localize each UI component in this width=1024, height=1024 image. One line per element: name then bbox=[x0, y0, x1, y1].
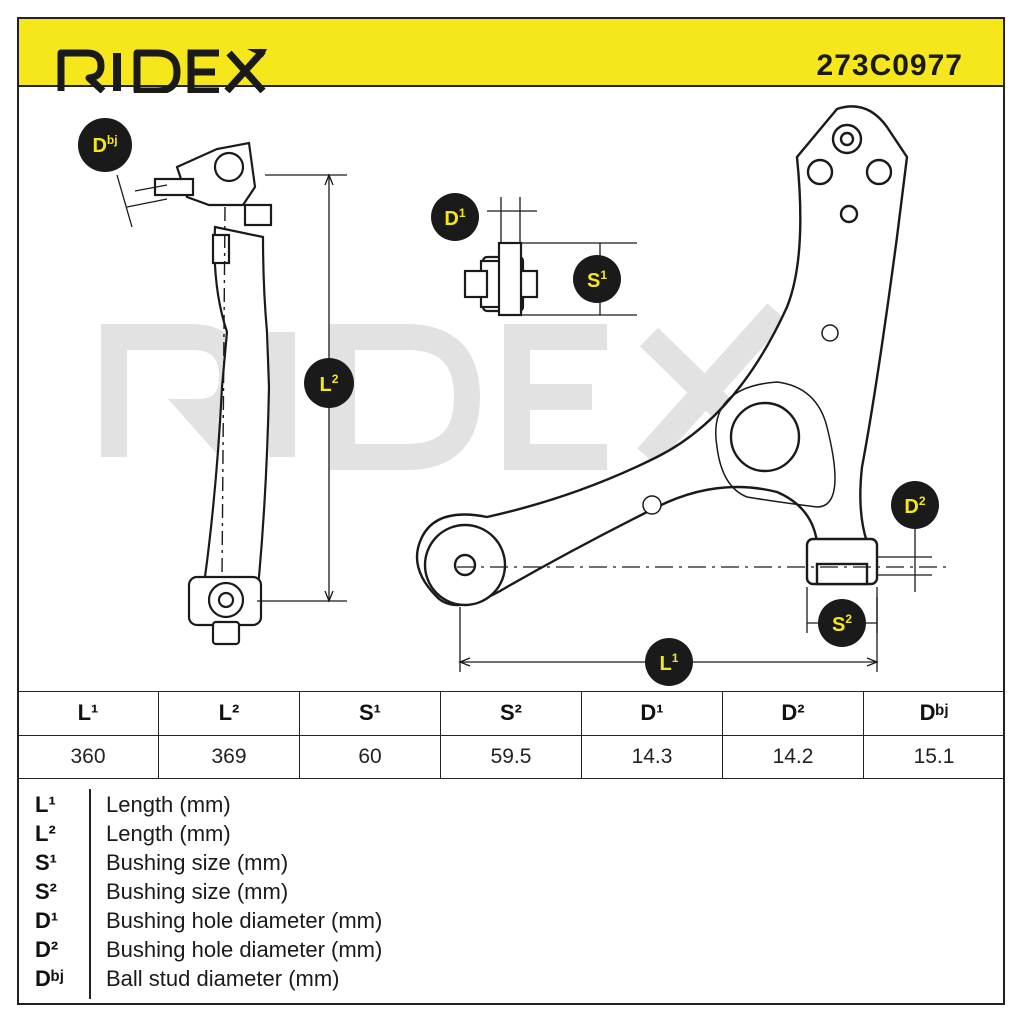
legend-symbol: D¹ bbox=[35, 908, 59, 933]
spec-table: L¹ L² S¹ S² D¹ D² Dᵇʲ 360 369 60 59.5 14… bbox=[17, 691, 1005, 779]
control-arm bbox=[415, 105, 947, 607]
dbj-dimension bbox=[116, 174, 168, 228]
legend-description: Bushing hole diameter (mm) bbox=[106, 937, 383, 962]
legend-description: Ball stud diameter (mm) bbox=[106, 966, 340, 991]
header-bar: 273C0977 bbox=[17, 17, 1005, 93]
legend-description: Bushing hole diameter (mm) bbox=[106, 908, 383, 933]
legend-row: L¹ Length (mm) bbox=[17, 792, 1005, 821]
legend-symbol: S² bbox=[35, 879, 57, 904]
header-d1: D¹ bbox=[581, 691, 723, 736]
header-l2: L² bbox=[158, 691, 300, 736]
legend-description: Bushing size (mm) bbox=[106, 850, 289, 875]
watermark-logo bbox=[101, 303, 787, 472]
l1-dimension bbox=[458, 597, 879, 672]
legend-divider bbox=[89, 789, 91, 999]
badge-s1: S1 bbox=[573, 255, 621, 303]
spec-header-row: L¹ L² S¹ S² D¹ D² Dᵇʲ bbox=[17, 691, 1005, 736]
legend-row: L² Length (mm) bbox=[17, 821, 1005, 850]
legend-symbol: L² bbox=[35, 821, 56, 846]
badge-s2: S2 bbox=[818, 599, 866, 647]
value-d2: 14.2 bbox=[722, 734, 864, 779]
badge-d2: D2 bbox=[891, 481, 939, 529]
legend-symbol: S¹ bbox=[35, 850, 57, 875]
header-l1: L¹ bbox=[17, 691, 159, 736]
header-d2: D² bbox=[722, 691, 864, 736]
badge-d1: D1 bbox=[431, 193, 479, 241]
header-dbj: Dᵇʲ bbox=[863, 691, 1005, 736]
legend: L¹ Length (mm) L² Length (mm) S¹ Bushing… bbox=[17, 779, 1005, 1005]
legend-symbol: L¹ bbox=[35, 792, 56, 817]
badge-l1: L1 bbox=[645, 638, 693, 686]
legend-symbol: D² bbox=[35, 937, 59, 962]
legend-description: Length (mm) bbox=[106, 821, 231, 846]
legend-symbol: Dᵇʲ bbox=[35, 966, 64, 991]
value-l1: 360 bbox=[17, 734, 159, 779]
legend-description: Length (mm) bbox=[106, 792, 231, 817]
badge-l2: L2 bbox=[304, 358, 354, 408]
side-view bbox=[153, 141, 273, 646]
legend-row: S¹ Bushing size (mm) bbox=[17, 850, 1005, 879]
legend-row: D¹ Bushing hole diameter (mm) bbox=[17, 908, 1005, 937]
ridex-logo bbox=[57, 48, 267, 93]
value-s1: 60 bbox=[299, 734, 441, 779]
legend-row: D² Bushing hole diameter (mm) bbox=[17, 937, 1005, 966]
spec-value-row: 360 369 60 59.5 14.3 14.2 15.1 bbox=[17, 734, 1005, 779]
header-s2: S² bbox=[440, 691, 582, 736]
value-d1: 14.3 bbox=[581, 734, 723, 779]
technical-drawing: Dbj D1 S1 L2 D2 S2 L1 bbox=[78, 105, 947, 686]
header-s1: S¹ bbox=[299, 691, 441, 736]
legend-row: S² Bushing size (mm) bbox=[17, 879, 1005, 908]
legend-description: Bushing size (mm) bbox=[106, 879, 289, 904]
d2-dimension bbox=[877, 527, 932, 592]
legend-row: Dᵇʲ Ball stud diameter (mm) bbox=[17, 966, 1005, 995]
part-number: 273C0977 bbox=[816, 49, 963, 82]
badge-dbj: Dbj bbox=[78, 118, 132, 172]
bushing-s1 bbox=[463, 197, 637, 317]
value-s2: 59.5 bbox=[440, 734, 582, 779]
value-dbj: 15.1 bbox=[863, 734, 1005, 779]
value-l2: 369 bbox=[158, 734, 300, 779]
